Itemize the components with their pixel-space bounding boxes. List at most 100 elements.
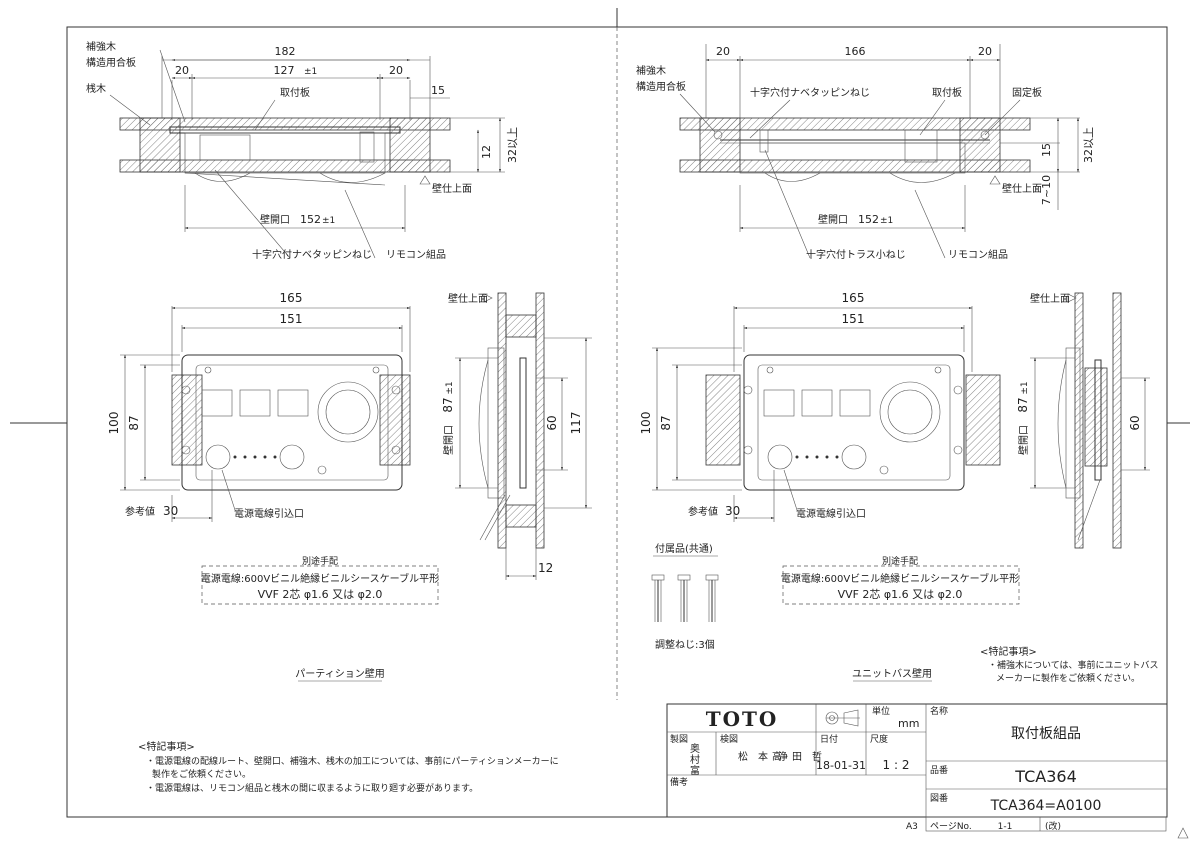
triangle-mark-icon — [1177, 827, 1189, 839]
scale-label: 尺度 — [870, 733, 888, 745]
dim-15: 15 — [431, 84, 445, 97]
right-notes-title: <特記事項> — [980, 645, 1037, 658]
right-procure-box: 別途手配 電源電線:600Vビニル絶縁ビニルシースケーブル平形 VVF 2芯 φ… — [781, 555, 1020, 605]
r-dim-20a: 20 — [716, 45, 730, 58]
label-wall-surface: 壁仕上面 — [432, 182, 472, 195]
dim-87: 87 — [127, 415, 141, 430]
r-label-remote: リモコン組品 — [948, 248, 1008, 261]
adjust-screw-icon — [677, 574, 691, 622]
r-dim-ref: 30 — [725, 504, 740, 518]
projection-symbol-icon — [825, 709, 860, 727]
side-dim-60: 60 — [545, 415, 559, 430]
part-number: TCA364 — [1014, 767, 1077, 786]
date-value: 18-01-31 — [816, 759, 866, 772]
r-side-dim-87: 87 — [1016, 397, 1030, 412]
side-label-opening: 壁開口 — [442, 425, 455, 455]
right-top-view: 20 166 20 補強木 構造用合板 十字穴付ナベタッピンねじ 取付板 固定板… — [636, 44, 1095, 261]
dim-12: 12 — [480, 145, 493, 159]
date-label: 日付 — [820, 734, 838, 745]
side-dim-87-tolerance: ±1 — [445, 381, 455, 394]
r-side-label-opening: 壁開口 — [1017, 425, 1030, 455]
r-side-dim-60: 60 — [1128, 415, 1142, 430]
right-procure-line1: 電源電線:600Vビニル絶縁ビニルシースケーブル平形 — [781, 572, 1019, 585]
dim-inner: 127 — [274, 64, 295, 77]
right-notes: <特記事項> ・補強木については、事前にユニットバス メーカーに製作をご依頼くだ… — [980, 645, 1159, 684]
left-top-view: 182 127 ±1 20 20 15 12 32以上 補強木 構造用合板 桟木… — [86, 40, 519, 261]
right-caption: ユニットバス壁用 — [852, 667, 932, 680]
right-front-view: 165 151 100 87 参考値 30 電源電線引込口 — [639, 291, 1001, 522]
r-dim-32: 32以上 — [1082, 127, 1095, 163]
side-dim-12: 12 — [538, 561, 553, 575]
right-notes-line1: ・補強木については、事前にユニットバス — [988, 659, 1159, 671]
dim-opening: 152 — [300, 213, 321, 226]
label-stud: 桟木 — [86, 82, 106, 95]
r-label-opening: 壁開口 — [818, 213, 848, 226]
name-label: 名称 — [930, 705, 948, 717]
dim-32: 32以上 — [506, 127, 519, 163]
dim-165: 165 — [280, 291, 303, 305]
left-procure-line1: 電源電線:600Vビニル絶縁ビニルシースケーブル平形 — [201, 572, 439, 585]
r-dim-7-10: 7~10 — [1040, 175, 1053, 205]
dim-side-left: 20 — [175, 64, 189, 77]
drawing-number: TCA364=A0100 — [990, 798, 1102, 814]
left-procure-line2: VVF 2芯 φ1.6 又は φ2.0 — [258, 587, 383, 601]
dim-ref: 30 — [163, 504, 178, 518]
left-procure-box: 別途手配 電源電線:600Vビニル絶縁ビニルシースケーブル平形 VVF 2芯 φ… — [201, 555, 439, 605]
label-reinforce: 補強木 — [86, 40, 116, 53]
revision-label: (改) — [1045, 820, 1061, 832]
drawing-number-label: 図番 — [930, 792, 948, 804]
left-front-view: 165 151 100 87 参考値 30 電源電線引込口 — [107, 291, 411, 522]
label-cable-entry: 電源電線引込口 — [234, 507, 304, 520]
label-ref: 参考値 — [125, 505, 155, 518]
label-opening: 壁開口 — [260, 213, 290, 226]
r-label-reinforce: 補強木 — [636, 64, 666, 77]
label-remote: リモコン組品 — [386, 248, 446, 261]
drawn-name-2: 村 — [690, 753, 700, 766]
right-procure-title: 別途手配 — [882, 555, 918, 567]
r-side-label-wall-surface: 壁仕上面 — [1030, 292, 1070, 305]
side-label-wall-surface: 壁仕上面 — [448, 292, 488, 305]
r-label-plywood: 構造用合板 — [636, 80, 686, 93]
unit-label: 単位 — [872, 705, 890, 717]
r-dim-opening: 152 — [858, 213, 879, 226]
left-procure-title: 別途手配 — [302, 555, 338, 567]
left-caption: パーティション壁用 — [295, 667, 384, 680]
dim-inner-tolerance: ±1 — [304, 67, 317, 77]
r-dim-100: 100 — [639, 412, 653, 435]
r-label-wall-surface: 壁仕上面 — [1002, 182, 1042, 195]
accessories: 付属品(共通) 調整ねじ:3個 — [651, 542, 719, 651]
scale-value: 1 : 2 — [883, 758, 910, 772]
checked-label: 検図 — [720, 733, 738, 745]
page-label: ページNo. — [930, 822, 972, 832]
r-label-screw-bottom: 十字穴付トラス小ねじ — [806, 248, 906, 261]
left-notes: <特記事項> ・電源電線の配線ルート、壁開口、補強木、桟木の加工については、事前… — [138, 740, 559, 794]
r-label-fixplate: 固定板 — [1012, 86, 1042, 99]
adjust-screw-icon — [705, 574, 719, 622]
accessories-title: 付属品(共通) — [655, 542, 713, 555]
right-notes-line2: メーカーに製作をご依頼ください。 — [996, 672, 1140, 684]
drawn-label: 製図 — [670, 733, 688, 745]
part-number-label: 品番 — [930, 764, 948, 776]
left-side-view: 壁仕上面 壁開口 87 ±1 60 117 12 — [441, 292, 592, 580]
r-dim-151: 151 — [842, 312, 865, 326]
checked-name-1: 松 本 浄 — [738, 750, 788, 763]
dim-100: 100 — [107, 412, 121, 435]
left-notes-line2: 製作をご依頼ください。 — [152, 768, 251, 780]
side-dim-87: 87 — [441, 397, 455, 412]
r-dim-87: 87 — [659, 415, 673, 430]
left-notes-title: <特記事項> — [138, 740, 195, 753]
r-side-dim-87-tolerance: ±1 — [1020, 381, 1030, 394]
paper-size: A3 — [906, 822, 918, 832]
checked-name-2: 高 田 哲 — [772, 750, 822, 763]
dim-opening-tolerance: ±1 — [322, 216, 335, 226]
brand-logo: TOTO — [706, 707, 779, 731]
title-block: TOTO 単位 mm 名称 取付板組品 製図 奥 村 富 検図 松 本 浄 高 … — [666, 703, 1168, 832]
r-label-ref: 参考値 — [688, 505, 718, 518]
side-dim-117: 117 — [569, 412, 583, 435]
drawn-name-1: 奥 — [690, 742, 700, 755]
r-dim-20b: 20 — [978, 45, 992, 58]
left-notes-line1: ・電源電線の配線ルート、壁開口、補強木、桟木の加工については、事前にパーティショ… — [146, 755, 559, 767]
drawn-name-3: 富 — [690, 764, 700, 777]
